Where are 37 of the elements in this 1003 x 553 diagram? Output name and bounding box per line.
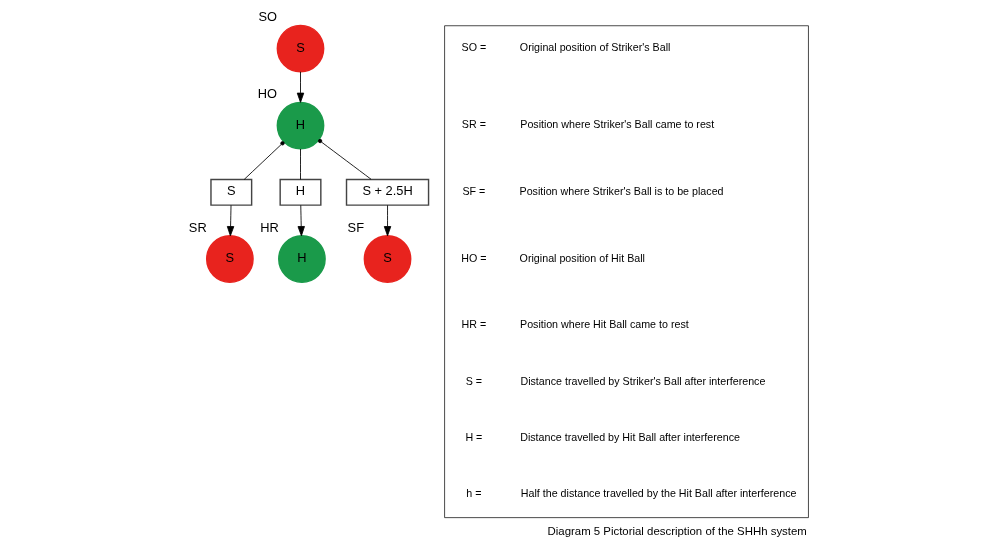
caption: Diagram 5 Pictorial description of the SHHh system bbox=[547, 525, 807, 538]
label: SR = bbox=[461, 118, 486, 131]
arrow bbox=[226, 204, 235, 237]
node-circle: S bbox=[205, 235, 254, 283]
label: Position where Striker's Ball came to rest bbox=[520, 118, 715, 131]
label: SF = bbox=[462, 184, 486, 197]
label: S = bbox=[465, 374, 483, 387]
node-label: SF bbox=[347, 219, 364, 235]
label: Distance travelled by Hit Ball after interference bbox=[520, 430, 740, 443]
arrow bbox=[297, 204, 305, 237]
label: HO = bbox=[461, 251, 487, 264]
label: Original position of Hit Ball bbox=[519, 251, 645, 264]
node-circle: S bbox=[276, 24, 325, 73]
node-label: SO bbox=[258, 9, 277, 25]
node-box: S + 2.5H bbox=[345, 178, 430, 206]
arrow bbox=[296, 71, 305, 103]
connector bbox=[318, 138, 372, 180]
node-box: S bbox=[210, 178, 253, 206]
label: H = bbox=[465, 430, 483, 443]
node-box: H bbox=[279, 178, 322, 206]
label: Position where Striker's Ball is to be placed bbox=[519, 184, 724, 197]
node-label: HR bbox=[260, 219, 279, 235]
connector bbox=[300, 148, 301, 180]
label: h = bbox=[466, 487, 482, 500]
node-box bbox=[444, 25, 809, 518]
node-circle: H bbox=[278, 235, 326, 283]
arrow bbox=[383, 204, 392, 237]
connector bbox=[243, 141, 285, 180]
label: SO = bbox=[461, 41, 487, 54]
label: Distance travelled by Striker's Ball after interference bbox=[520, 374, 766, 387]
node-label: HO bbox=[257, 86, 277, 102]
label: Original position of Striker's Ball bbox=[519, 41, 671, 54]
label: Half the distance travelled by the Hit Ball after interference bbox=[520, 487, 797, 500]
label: Position where Hit Ball came to rest bbox=[520, 318, 689, 331]
node-circle: S bbox=[363, 235, 412, 283]
label: HR = bbox=[461, 318, 487, 331]
node-label: SR bbox=[188, 219, 207, 235]
